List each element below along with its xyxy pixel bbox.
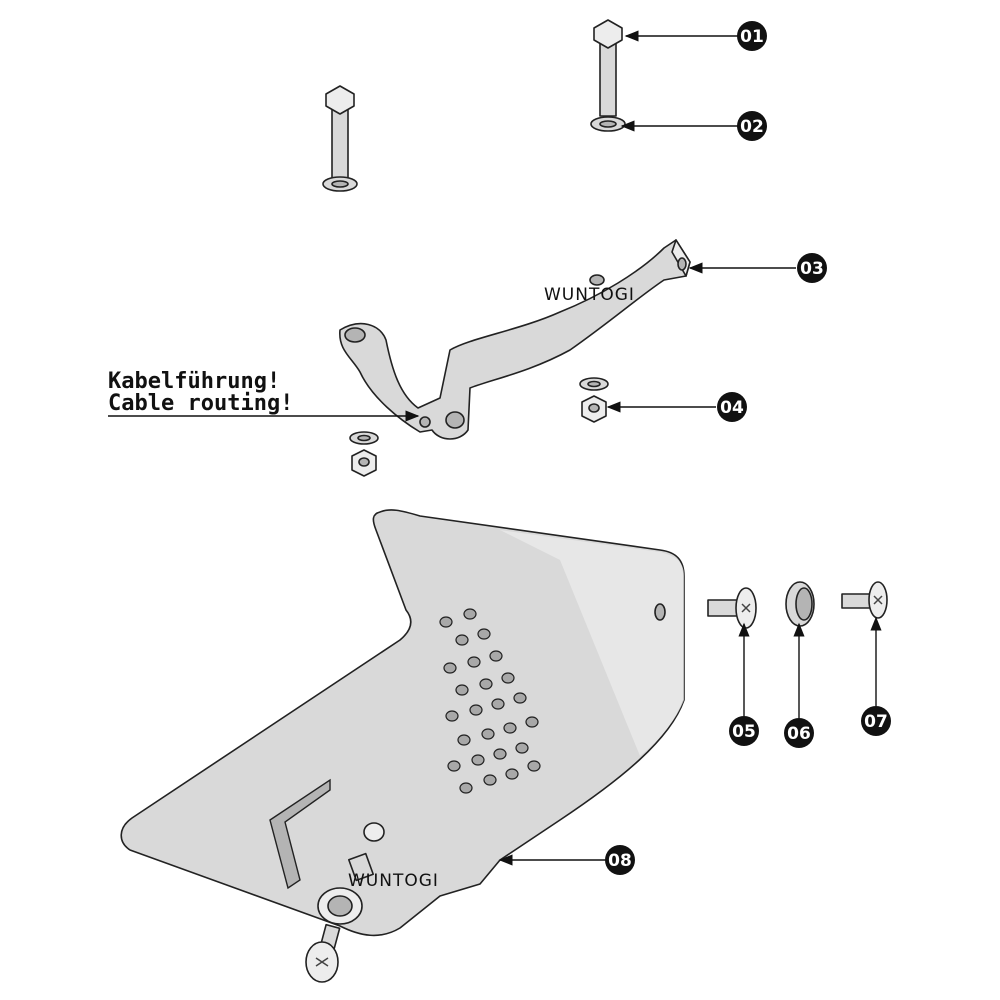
button-screw-part-05: [707, 587, 757, 629]
callout-03: 03: [797, 253, 827, 283]
vent-hole: [491, 698, 505, 710]
vent-hole: [527, 760, 541, 772]
hex-bolt-part-01: [593, 19, 623, 117]
nut-washer-part-04: [579, 377, 609, 423]
watermark-top: WUNTOGI: [544, 285, 635, 305]
vent-hole: [471, 754, 485, 766]
countersunk-screw-part-07: [841, 581, 888, 619]
hex-bolt-loose: [322, 85, 358, 192]
watermark-bottom: WUNTOGI: [348, 871, 439, 891]
callout-02: 02: [737, 111, 767, 141]
warning-line-english: Cable routing!: [108, 391, 293, 416]
svg-text:08: 08: [608, 851, 632, 871]
ventilation-holes: [439, 608, 541, 794]
vent-hole: [515, 742, 529, 754]
vent-hole: [525, 716, 539, 728]
vent-hole: [455, 634, 469, 646]
vent-hole: [457, 734, 471, 746]
vent-hole: [483, 774, 497, 786]
vent-hole: [443, 662, 457, 674]
vent-hole: [439, 616, 453, 628]
vent-hole: [513, 692, 527, 704]
vent-hole: [447, 760, 461, 772]
screw-bushing-loose: [305, 852, 375, 983]
cable-routing-warning: Kabelführung! Cable routing!: [108, 369, 293, 416]
vent-hole: [477, 628, 491, 640]
mounting-bracket-part-03: [339, 239, 691, 440]
rubber-bushing-part-06: [785, 581, 815, 627]
vent-hole: [501, 672, 515, 684]
svg-text:06: 06: [787, 724, 811, 744]
skid-plate-part-08: [120, 509, 685, 937]
vent-hole: [467, 656, 481, 668]
svg-text:02: 02: [740, 117, 764, 137]
svg-text:07: 07: [864, 712, 888, 732]
vent-hole: [489, 650, 503, 662]
vent-hole: [455, 684, 469, 696]
vent-hole: [493, 748, 507, 760]
callout-04: 04: [717, 392, 747, 422]
callout-01: 01: [737, 21, 767, 51]
vent-hole: [481, 728, 495, 740]
callout-06: 06: [784, 718, 814, 748]
svg-text:01: 01: [740, 27, 764, 47]
vent-hole: [505, 768, 519, 780]
washer-part-02: [590, 116, 626, 132]
svg-text:05: 05: [732, 722, 756, 742]
vent-hole: [503, 722, 517, 734]
callout-badges: 01 02 03 04 05 06 07 08: [605, 21, 891, 875]
nut-washer-loose: [349, 431, 379, 477]
callout-08: 08: [605, 845, 635, 875]
warning-line-german: Kabelführung!: [108, 369, 280, 394]
vent-hole: [479, 678, 493, 690]
vent-hole: [469, 704, 483, 716]
vent-hole: [459, 782, 473, 794]
vent-hole: [463, 608, 477, 620]
svg-text:04: 04: [720, 398, 744, 418]
svg-text:03: 03: [800, 259, 824, 279]
leader-lines: [108, 30, 882, 866]
vent-hole: [445, 710, 459, 722]
callout-07: 07: [861, 706, 891, 736]
callout-05: 05: [729, 716, 759, 746]
